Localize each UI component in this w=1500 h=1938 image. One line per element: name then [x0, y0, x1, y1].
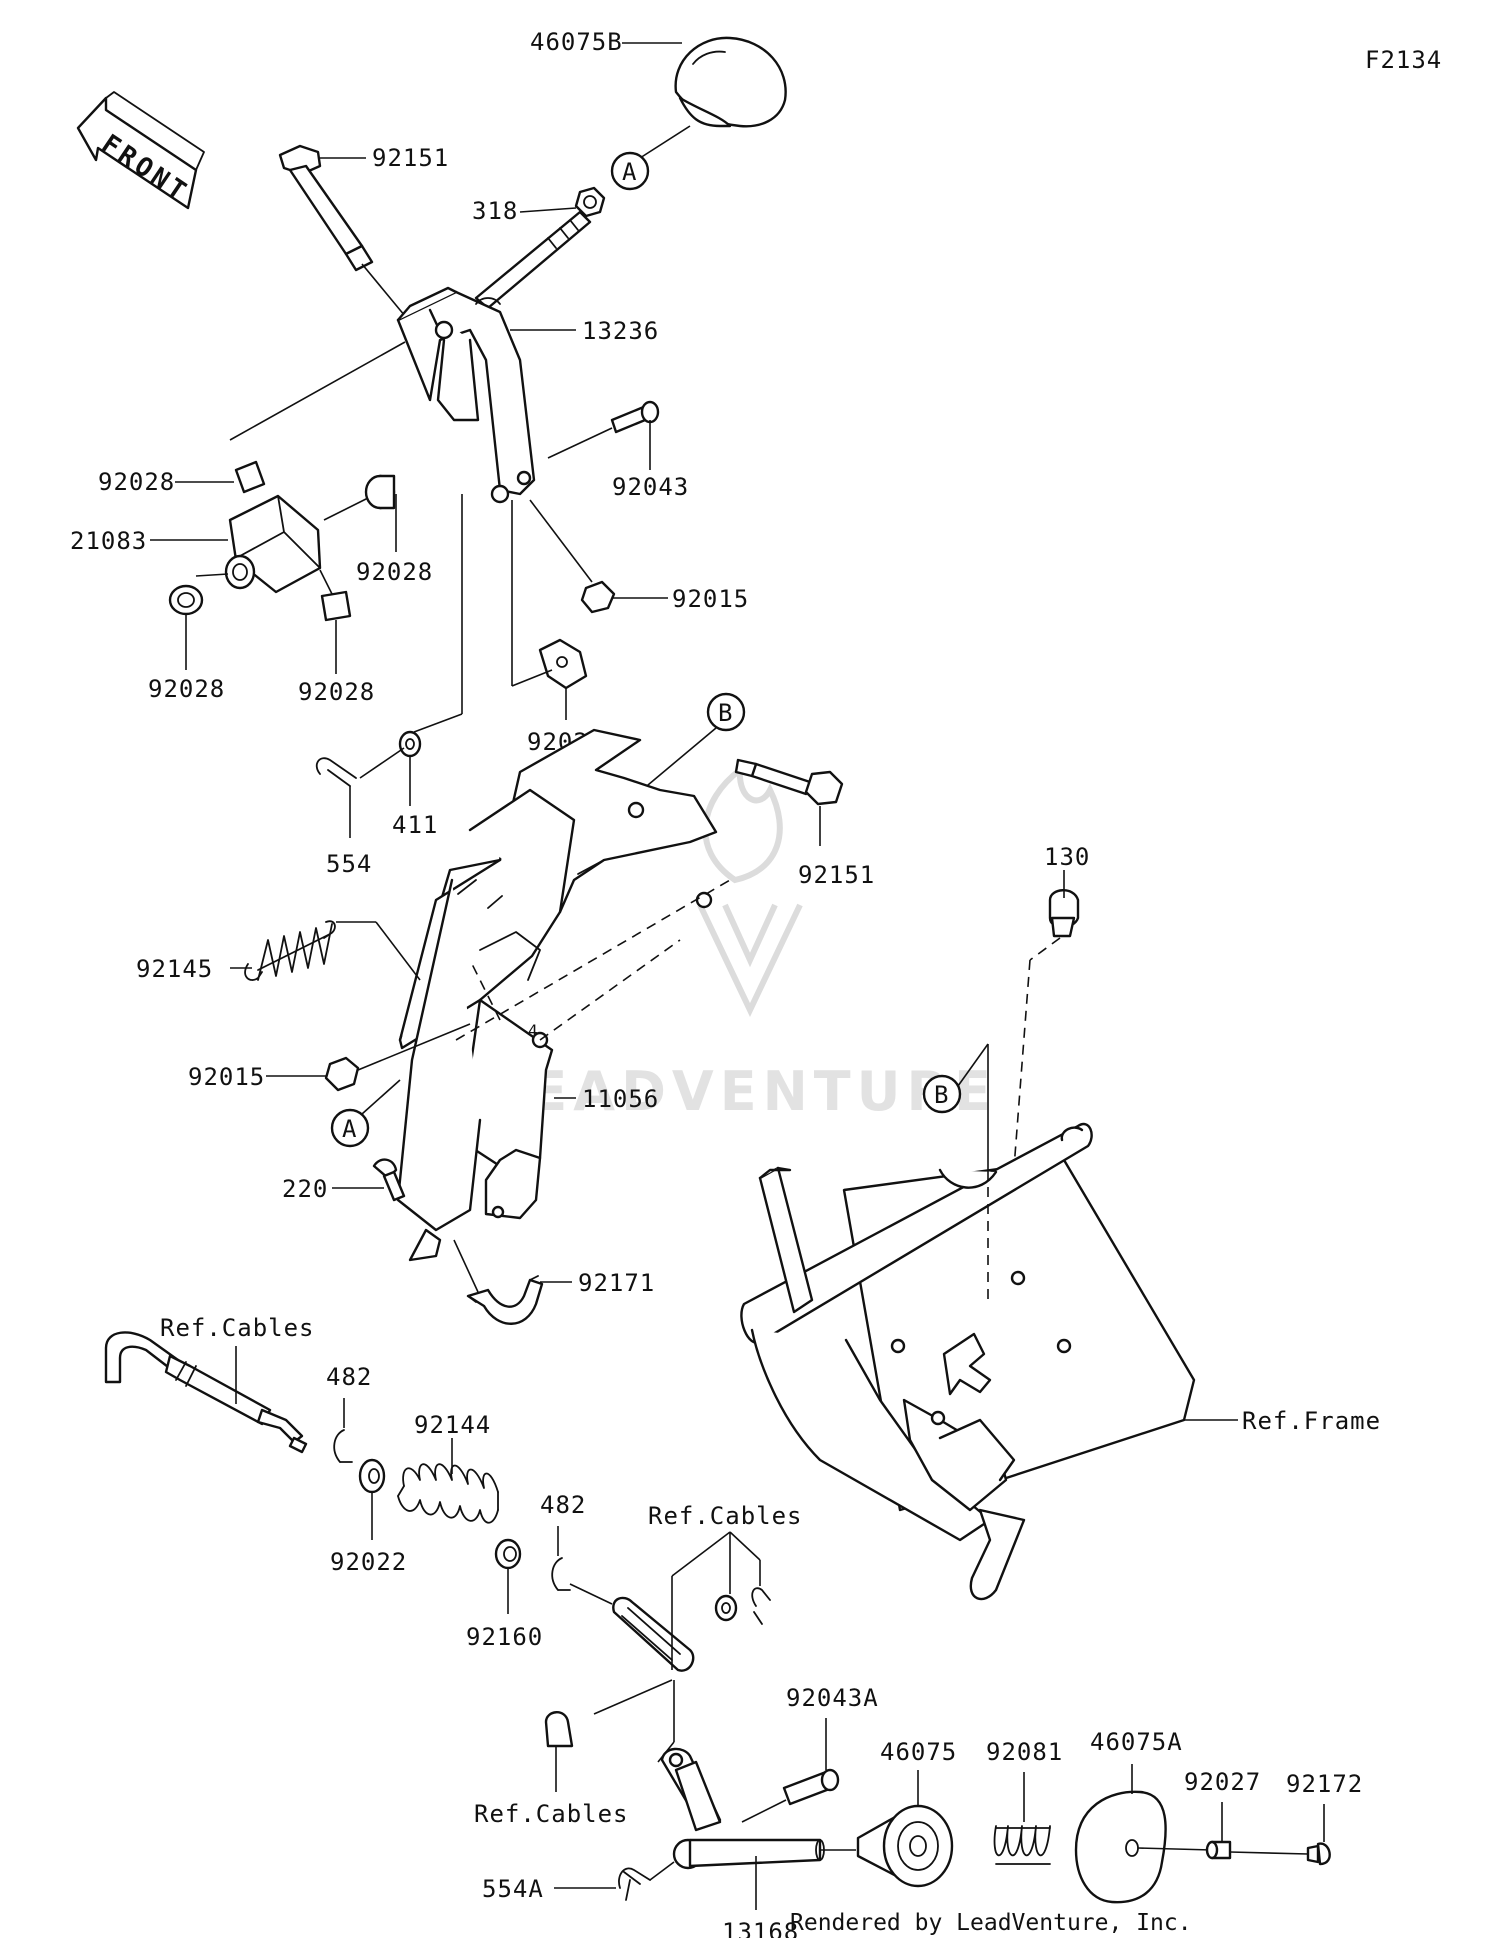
spring-92081 [993, 1772, 1051, 1865]
washer-92022 [358, 1458, 386, 1494]
ref-marker-b-top-text: B [718, 699, 733, 727]
label-46075A: 46075A [1090, 1728, 1183, 1756]
label-ref-cables-1: Ref.Cables [160, 1314, 315, 1342]
leadventure-watermark: LEADVENTURE [490, 763, 997, 1123]
knob-46075B [639, 36, 787, 159]
pin-554A [554, 1861, 675, 1901]
watermark-text: LEADVENTURE [490, 1060, 997, 1123]
clip-482-b [551, 1557, 571, 1591]
clamp-92171 [453, 1239, 572, 1325]
bolt-92151-top [278, 144, 406, 317]
label-92081: 92081 [986, 1738, 1063, 1766]
label-318: 318 [472, 197, 518, 225]
label-92171: 92171 [578, 1269, 655, 1297]
bushing-92028-d [320, 590, 352, 622]
label-220: 220 [282, 1175, 328, 1203]
clevis-ref-cables [593, 1531, 771, 1763]
bolt-130 [1009, 870, 1080, 1221]
bolt-92151-mid [734, 758, 844, 846]
ref-marker-a-top [610, 151, 650, 191]
label-ref-frame: Ref.Frame [1242, 1407, 1381, 1435]
cable-ref-left [104, 1331, 308, 1454]
label-92027: 92027 [1184, 1768, 1261, 1796]
label-92043A: 92043A [786, 1684, 879, 1712]
lever-13168 [660, 1747, 856, 1910]
bracket-13236 [396, 286, 576, 504]
label-92022: 92022 [330, 1548, 407, 1576]
label-554: 554 [326, 850, 372, 878]
label-482-a: 482 [326, 1363, 372, 1391]
clip-92026 [511, 500, 588, 720]
label-92160: 92160 [466, 1623, 543, 1651]
screw-220 [332, 1158, 406, 1202]
label-92015-mid: 92015 [188, 1063, 265, 1091]
frame-ref [740, 1122, 1238, 1601]
label-92028-a: 92028 [98, 468, 175, 496]
ref-marker-b-top [706, 692, 746, 732]
bushing-92028-a [234, 460, 266, 494]
holder-21083 [195, 494, 369, 595]
label-92172: 92172 [1286, 1770, 1363, 1798]
label-130: 130 [1044, 843, 1090, 871]
spring-92145 [230, 920, 421, 981]
bracket-11056: 4 [396, 728, 731, 1262]
bushing-92028-c [168, 584, 204, 616]
label-92028-d: 92028 [298, 678, 375, 706]
pin-92043 [547, 400, 660, 470]
nut-92015-top [580, 580, 616, 614]
label-13236: 13236 [582, 317, 659, 345]
ref-marker-a-top-text: A [622, 158, 637, 186]
label-46075: 46075 [880, 1738, 957, 1766]
label-92151-mid: 92151 [798, 861, 875, 889]
collar-92027 [1205, 1802, 1309, 1860]
shift-rod [474, 210, 592, 310]
pin-ref-cables-bottom [544, 1711, 574, 1792]
label-92028-c: 92028 [148, 675, 225, 703]
pin-92043A [741, 1718, 840, 1823]
label-554A: 554A [482, 1875, 544, 1903]
ref-marker-b-frame-text: B [934, 1081, 949, 1109]
label-11056: 11056 [582, 1085, 659, 1113]
front-arrow-icon: FRONT [76, 91, 205, 210]
label-92043: 92043 [612, 473, 689, 501]
cap-46075A [1074, 1764, 1213, 1904]
label-ref-cables-2: Ref.Cables [648, 1502, 803, 1530]
label-ref-cables-3: Ref.Cables [474, 1800, 629, 1828]
ref-marker-a-mid [330, 1108, 370, 1148]
label-92151-top: 92151 [372, 144, 449, 172]
label-13168: 13168 [722, 1918, 799, 1938]
label-46075B: 46075B [530, 28, 623, 56]
ref-marker-b-frame [922, 1074, 962, 1114]
label-21083: 21083 [70, 527, 147, 555]
pin-554 [315, 757, 357, 838]
nut-318 [574, 186, 606, 218]
label-92144: 92144 [414, 1411, 491, 1439]
spring-92144 [397, 1438, 499, 1524]
footer-credit: Rendered by LeadVenture, Inc. [790, 1910, 1192, 1936]
label-92015-top: 92015 [672, 585, 749, 613]
clip-482-a [333, 1429, 353, 1463]
knob-base-46075 [856, 1770, 954, 1888]
bracket-mark: 4 [528, 1021, 539, 1040]
washer-411 [359, 494, 463, 806]
nut-92015-mid [324, 1056, 360, 1092]
label-411: 411 [392, 811, 438, 839]
label-92028-b: 92028 [356, 558, 433, 586]
ref-marker-a-mid-text: A [342, 1115, 357, 1143]
label-482-b: 482 [540, 1491, 586, 1519]
label-92145: 92145 [136, 955, 213, 983]
screw-92172 [1306, 1804, 1331, 1866]
diagram-code: F2134 [1365, 46, 1442, 74]
